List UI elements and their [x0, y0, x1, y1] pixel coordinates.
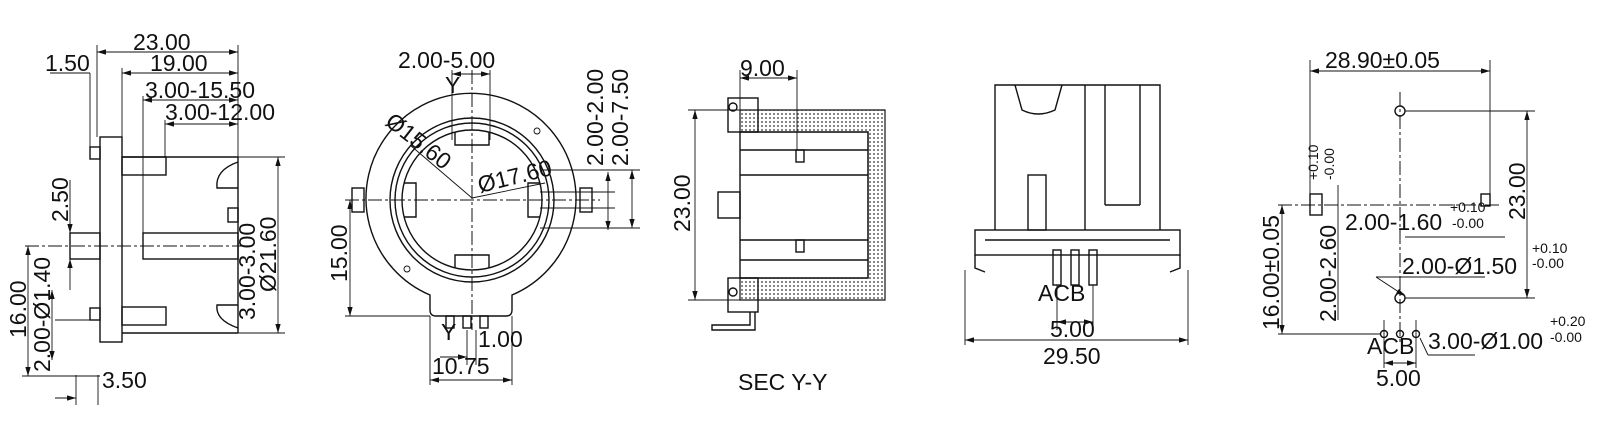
- dim-pin-diameter: 2.00-Ø1.40: [29, 257, 55, 372]
- tol-slot-left-plus: +0.10: [1305, 144, 1321, 180]
- dim-shaft-length: 3.00-15.50: [145, 77, 255, 103]
- side-view-dimension-lines: [22, 45, 285, 405]
- rear-view-dimension-lines: [964, 270, 1189, 345]
- tol-mount-hole-plus: +0.10: [1532, 240, 1568, 256]
- dim-pin-span: 5.00: [1050, 316, 1095, 342]
- dim-footprint-height: 23.00: [1504, 162, 1530, 220]
- side-view-outline: [25, 136, 245, 343]
- front-view-dimension-lines: [345, 70, 640, 385]
- dim-inner-diameter: Ø15.60: [381, 107, 456, 174]
- dim-pin-pitch: 1.00: [478, 326, 523, 352]
- section-view: 9.00 23.00 SEC Y-Y: [669, 55, 886, 395]
- front-view-outline: [345, 70, 600, 330]
- dim-footprint-width: 28.90±0.05: [1325, 47, 1440, 73]
- footprint-view: 28.90±0.05 23.00 16.00±0.05 2.00-2.60 +0…: [1258, 47, 1586, 391]
- tol-slot-left-minus: -0.00: [1321, 148, 1337, 180]
- dim-slot: 3.00-3.00: [234, 223, 260, 320]
- rear-view: ACB 5.00 29.50: [964, 84, 1189, 369]
- tol-pin-hole-minus: -0.00: [1550, 329, 1582, 345]
- tol-slot-right-minus: -0.00: [1452, 215, 1484, 231]
- section-mark-bottom: Y: [441, 319, 456, 345]
- dim-pin-hole: 3.00-Ø1.00: [1428, 328, 1543, 354]
- footprint-dimension-lines: [1278, 60, 1535, 368]
- dim-footprint-pin-span: 5.00: [1376, 365, 1421, 391]
- dim-slot-right: 2.00-1.60: [1345, 209, 1442, 235]
- section-caption: SEC Y-Y: [738, 369, 828, 395]
- dim-base-width: 10.75: [432, 353, 490, 379]
- tol-pin-hole-plus: +0.20: [1550, 313, 1586, 329]
- dim-center-height: 15.00: [326, 224, 352, 282]
- dim-overall-width: 29.50: [1043, 343, 1101, 369]
- tol-mount-hole-minus: -0.00: [1532, 255, 1564, 271]
- footprint-pin-labels: ACB: [1367, 333, 1414, 359]
- section-mark-top: Y: [445, 72, 460, 98]
- dim-outer-diameter: Ø21.60: [255, 217, 281, 292]
- section-view-outline: [711, 97, 886, 331]
- dim-tab-height: 2.00-7.50: [607, 69, 633, 166]
- dim-shaft-width: 2.50: [47, 177, 73, 222]
- dim-slot-left: 2.00-2.60: [1315, 225, 1341, 322]
- dim-ring-diameter: Ø17.60: [475, 154, 555, 197]
- dim-section-height: 23.00: [669, 174, 695, 232]
- side-view: 23.00 19.00 1.50 3.00-15.50 3.00-12.00 2…: [5, 29, 285, 405]
- dim-overall-length: 23.00: [133, 29, 191, 55]
- dim-mount-hole: 2.00-Ø1.50: [1402, 253, 1517, 279]
- pin-labels: ACB: [1038, 280, 1085, 306]
- dim-pin-length: 3.00-12.00: [165, 99, 275, 125]
- front-view: 2.00-5.00 2.00-2.00 2.00-7.50 Ø15.60 Ø17…: [326, 47, 640, 385]
- dim-body-length: 19.00: [150, 50, 208, 76]
- section-view-dimension-lines: [688, 70, 798, 301]
- dim-tab-width: 2.00-2.00: [582, 69, 608, 166]
- dim-pin-row-offset: 16.00±0.05: [1258, 215, 1284, 330]
- dim-flange-depth: 9.00: [740, 55, 785, 81]
- dim-flange-offset: 1.50: [45, 50, 90, 76]
- dim-pin-offset: 3.50: [102, 367, 147, 393]
- rear-view-outline: [974, 84, 1181, 286]
- dim-height: 16.00: [5, 280, 31, 338]
- tol-slot-right-plus: +0.10: [1450, 199, 1486, 215]
- dim-key-width: 2.00-5.00: [398, 47, 495, 73]
